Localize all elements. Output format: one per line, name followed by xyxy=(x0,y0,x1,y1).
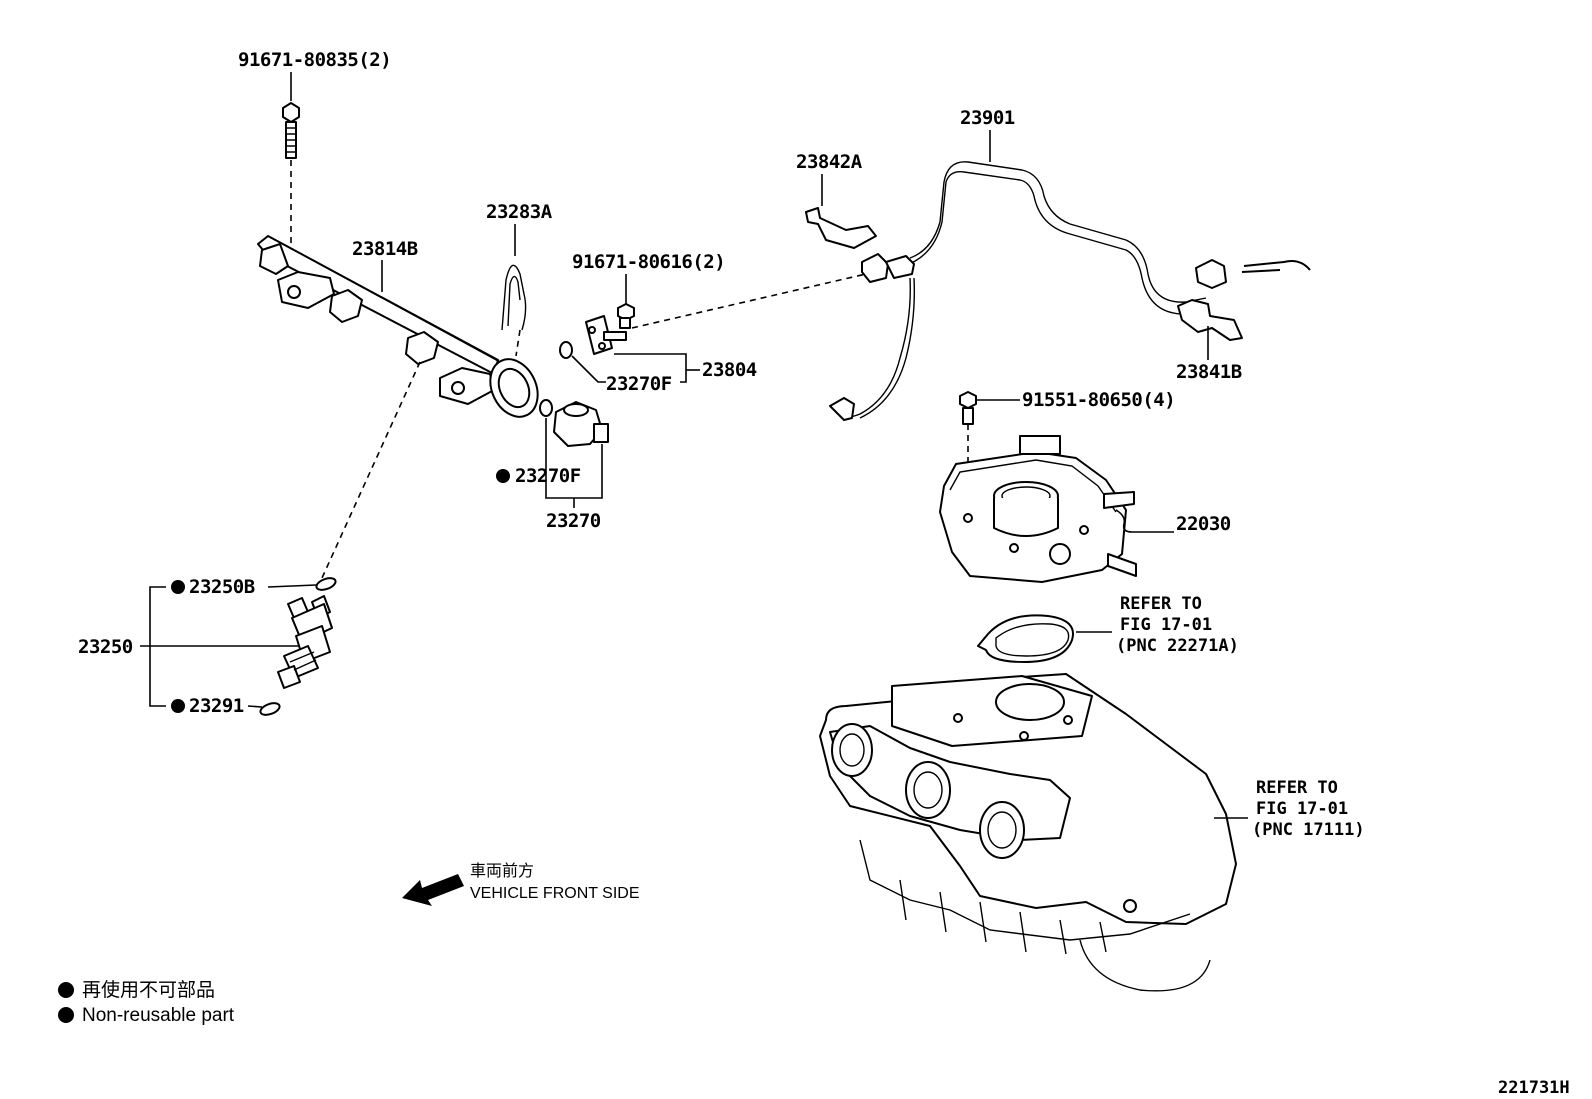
label-bolt-throttle[interactable]: 91551-80650(4) xyxy=(1022,389,1176,411)
fuel-injector-icon xyxy=(277,595,333,689)
bolt-throttle-icon xyxy=(959,391,977,425)
throttle-body-icon xyxy=(939,435,1137,583)
pulsation-damper-icon xyxy=(539,399,609,447)
refer-gasket-line3: (PNC 22271A) xyxy=(1116,636,1239,656)
label-oring-b[interactable]: 23270F xyxy=(515,465,581,487)
hose-clamp-a-icon xyxy=(805,207,877,249)
fuel-delivery-pipe-icon xyxy=(257,235,539,418)
label-injector-insulator[interactable]: 23291 xyxy=(189,695,244,717)
bolt-top-icon xyxy=(282,102,300,159)
direction-en: VEHICLE FRONT SIDE xyxy=(470,885,640,902)
label-clamp-b[interactable]: 23841B xyxy=(1176,361,1242,383)
nonreusable-marker-icon xyxy=(171,699,185,713)
fuel-pressure-sensor-icon xyxy=(585,315,627,355)
label-bolt-top[interactable]: 91671-80835(2) xyxy=(238,49,392,71)
refer-manifold-line1: REFER TO xyxy=(1256,778,1338,798)
fuel-hose-icon xyxy=(829,161,1311,421)
label-injector-assy[interactable]: 23250 xyxy=(78,636,133,658)
label-delivery-pipe[interactable]: 23814B xyxy=(352,238,418,260)
nonreusable-marker-icon xyxy=(496,469,510,483)
label-hose-assy[interactable]: 23901 xyxy=(960,107,1015,129)
label-injector-oring[interactable]: 23250B xyxy=(189,576,255,598)
legend-bullet-icon xyxy=(58,982,74,998)
refer-gasket-line2: FIG 17-01 xyxy=(1120,615,1212,635)
clip-icon xyxy=(501,264,527,331)
oring-small-icon xyxy=(559,341,573,359)
label-bolt-mid[interactable]: 91671-80616(2) xyxy=(572,251,726,273)
label-damper-assy[interactable]: 23270 xyxy=(546,510,601,532)
label-throttle-body[interactable]: 22030 xyxy=(1176,513,1231,535)
refer-manifold-line2: FIG 17-01 xyxy=(1256,799,1348,819)
hose-clamp-b-icon xyxy=(1177,299,1243,341)
injector-oring-icon xyxy=(315,577,337,591)
legend-en: Non-reusable part xyxy=(82,1005,235,1026)
label-clamp-a[interactable]: 23842A xyxy=(796,151,863,173)
label-clip[interactable]: 23283A xyxy=(486,201,553,223)
figure-id: 221731H xyxy=(1498,1078,1570,1098)
legend-jp: 再使用不可部品 xyxy=(82,979,215,1001)
refer-gasket-line1: REFER TO xyxy=(1120,594,1202,614)
intake-manifold-icon xyxy=(819,673,1237,992)
gasket-icon xyxy=(977,614,1074,663)
label-sensor-assy[interactable]: 23804 xyxy=(702,359,757,381)
bolt-mid-icon xyxy=(617,303,635,329)
direction-jp: 車両前方 xyxy=(470,862,534,880)
vehicle-front-arrow-icon xyxy=(402,874,464,906)
injector-insulator-icon xyxy=(259,702,281,716)
legend-bullet-icon xyxy=(58,1007,74,1023)
label-oring-a[interactable]: 23270F xyxy=(606,373,672,395)
refer-manifold-line3: (PNC 17111) xyxy=(1252,820,1365,840)
nonreusable-marker-icon xyxy=(171,580,185,594)
